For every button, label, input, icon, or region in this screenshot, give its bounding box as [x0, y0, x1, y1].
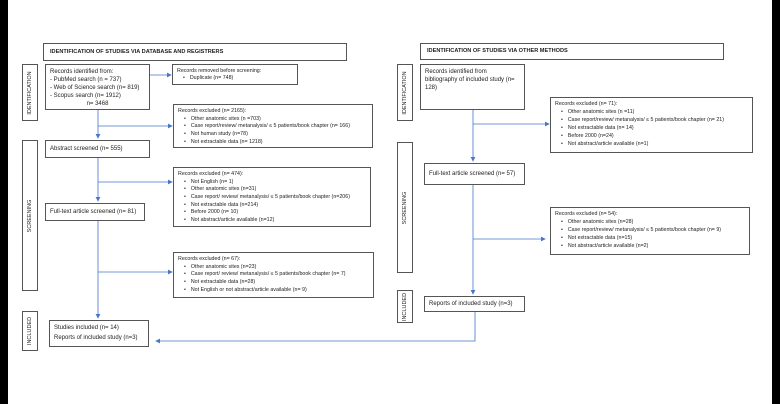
arrow-right-to-included [155, 311, 476, 344]
list-item: Duplicate (n= 748) [190, 75, 293, 82]
list-item: Not abstract/article available (n=2) [568, 243, 745, 251]
excluded1-right-box: Records excluded (n= 71): Other anatomic… [550, 97, 753, 153]
included-box: Studies included (n= 14) Reports of incl… [49, 320, 149, 347]
list-item: Other anatomic sites (n=28) [568, 219, 745, 227]
label-screening: SCREENING [22, 140, 38, 291]
list-item: Not extractable data (n=15) [568, 235, 745, 243]
studies-included: Studies included (n= 14) [54, 325, 119, 331]
list-item: Other anatomic sites (n=31) [191, 186, 366, 194]
excluded2-box: Records excluded (n= 474): Not English (… [173, 167, 371, 227]
label-screening-right: SCREENING [397, 142, 413, 273]
records-identified-box: Records identified from: - PubMed search… [45, 64, 150, 110]
list-item: Not extractable data (n= 1218) [191, 139, 368, 147]
list-item: Not English or not abstract/article avai… [191, 287, 369, 295]
list-item: Case report/review/ metanalysis/ ≤ 5 pat… [568, 227, 745, 235]
box-title: Records excluded (n= 2165): [178, 108, 247, 114]
list-item: Other anatomic sites (n =703) [191, 116, 368, 124]
connector-arrows [95, 72, 550, 344]
box-title: Records excluded (n= 474): [178, 171, 244, 177]
list-item: Before 2000 (n=24) [568, 133, 748, 141]
list-item: Not human study (n=78) [191, 131, 368, 139]
list-item: Not abstract/article available (n=12) [191, 217, 366, 225]
excluded1-box: Records excluded (n= 2165): Other anatom… [173, 104, 373, 148]
source-line: - PubMed search (n = 737) [50, 77, 122, 84]
records-identified-right-box: Records identified from bibliography of … [420, 64, 525, 110]
label-included: INCLUDED [22, 311, 38, 351]
box-title: Records removed before screening: [177, 68, 262, 74]
list-item: Not extractable data (n=28) [191, 279, 369, 287]
list-item: Case report/review/ metanalysis/ ≤ 5 pat… [191, 123, 368, 131]
fulltext-box: Full-text article screened (n= 81) [45, 203, 145, 221]
box-title: Records excluded (n= 67): [178, 256, 241, 262]
total-count: n= 3468 [86, 101, 109, 108]
source-line: - Web of Science search (n= 819) [50, 85, 140, 92]
list-item: Case report/ review/ metanalysis/ ≤ 5 pa… [191, 194, 366, 202]
reports-right-box: Reports of included study (n=3) [424, 296, 525, 312]
excluded3-box: Records excluded (n= 67): Other anatomic… [173, 252, 374, 298]
list-item: Not extractable data (n= 14) [568, 125, 748, 133]
prisma-flow-diagram: IDENTIFICATION OF STUDIES VIA DATABASE A… [8, 0, 772, 404]
removed-box: Records removed before screening: Duplic… [172, 64, 298, 85]
list-item: Other anatomic sites (n=23) [191, 264, 369, 272]
right-header: IDENTIFICATION OF STUDIES VIA OTHER METH… [420, 43, 724, 60]
abstract-box: Abstract screened (n= 555) [45, 140, 150, 158]
left-header: IDENTIFICATION OF STUDIES VIA DATABASE A… [43, 43, 347, 61]
list-item: Not abstract/article available (n=1) [568, 141, 748, 149]
label-included-right: INCLUDED [397, 290, 413, 323]
list-item: Not English (n= 1) [191, 179, 366, 187]
reports-included: Reports of included study (n=3) [54, 334, 138, 341]
box-title: Records identified from: [50, 69, 114, 75]
list-item: Not extractable data (n=214) [191, 202, 366, 210]
label-identification-right: IDENTIFICATION [397, 64, 413, 121]
source-line: - Scopus search (n= 1912) [50, 93, 121, 100]
list-item: Case report/ review/ metanalysis/ ≤ 5 pa… [191, 271, 369, 279]
excluded2-right-box: Records excluded (n= 54): Other anatomic… [550, 207, 750, 255]
box-title: Records excluded (n= 54): [555, 211, 618, 217]
fulltext-right-box: Full-text article screened (n= 57) [424, 163, 525, 185]
box-title: Records excluded (n= 71): [555, 101, 618, 107]
list-item: Case report/review/ metanalysis/ ≤ 5 pat… [568, 117, 748, 125]
label-identification: IDENTIFICATION [22, 64, 38, 121]
list-item: Before 2000 (n= 10) [191, 209, 366, 217]
list-item: Other anatomic sites (n =11) [568, 109, 748, 117]
